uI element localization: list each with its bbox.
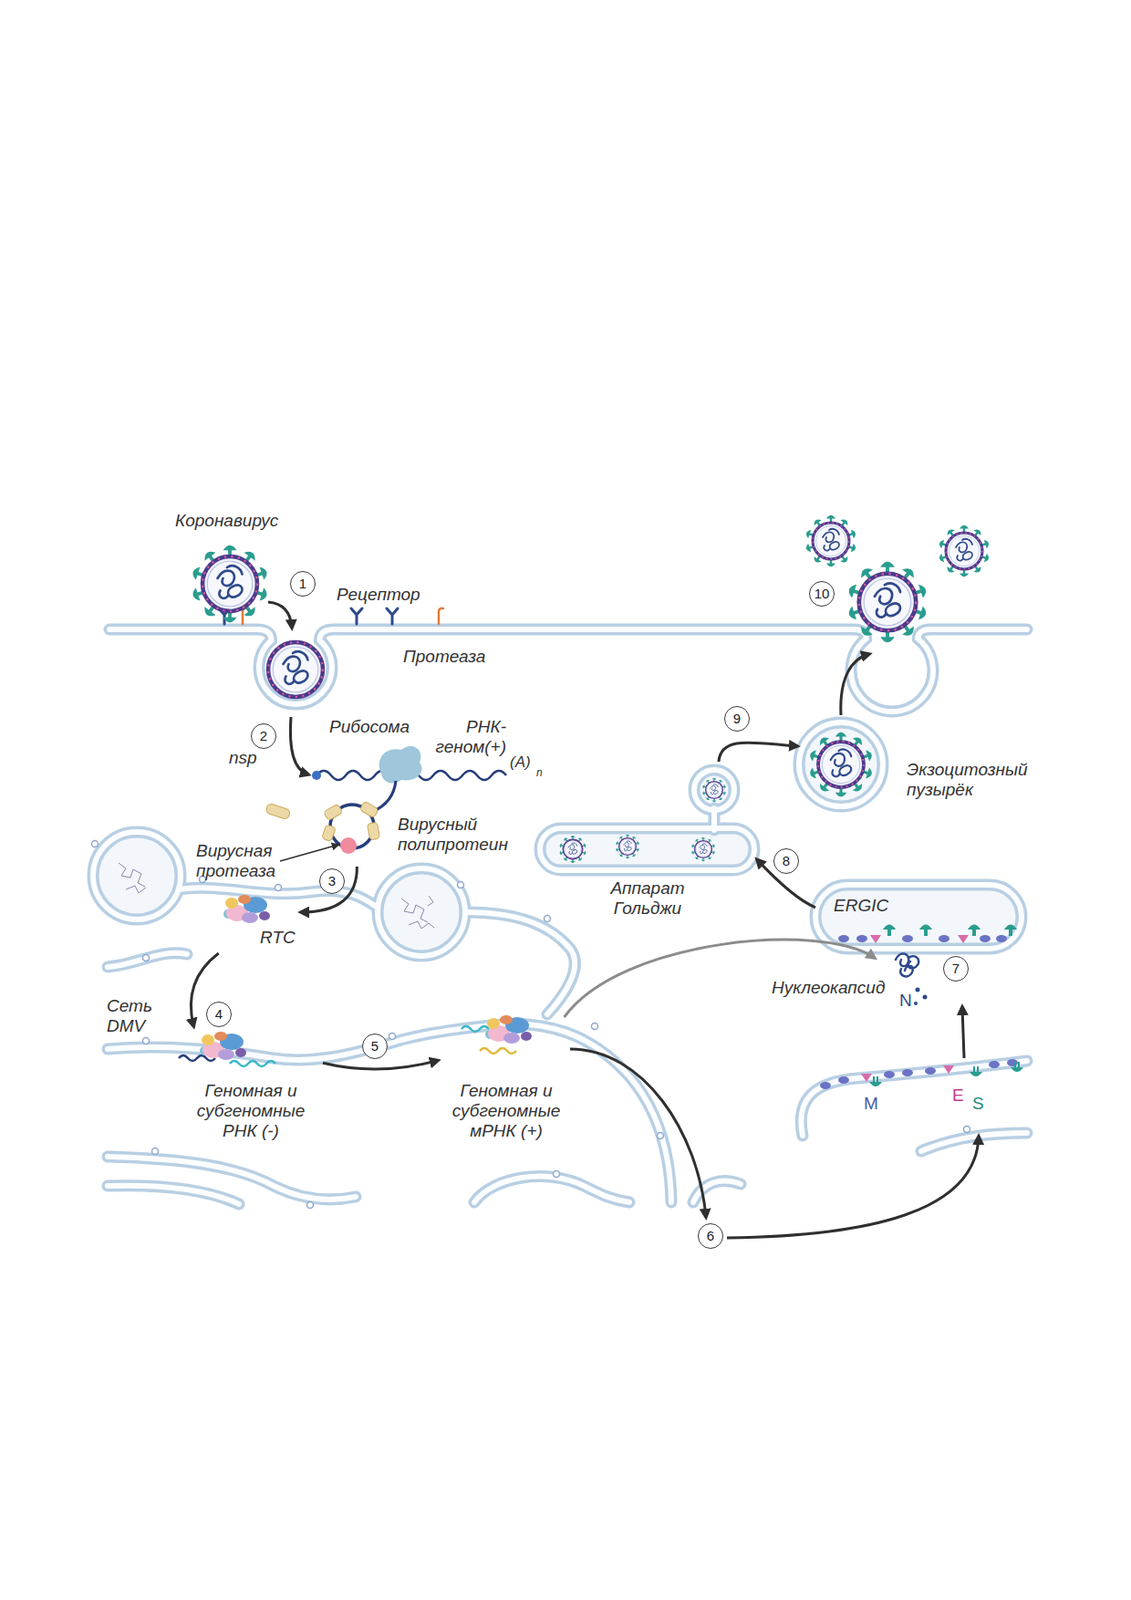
receptor-label: Рецептор — [336, 584, 437, 605]
ribosome-label: Рибосома — [329, 716, 430, 737]
nsp-label-slot: nsp — [228, 747, 284, 768]
callout-number: 3 — [319, 868, 345, 894]
receptor-label-slot: Рецептор — [336, 584, 437, 605]
callout-number: 8 — [773, 848, 799, 874]
rna-genome-label-slot: РНК- геном(+) — [428, 716, 507, 758]
node-label: Вирусный полипротеин — [397, 814, 526, 855]
flow-arrow — [300, 866, 357, 913]
negative-rna-node: Геномная и субгеномные РНК (-) — [182, 1026, 323, 1145]
protease-label-slot: Протеаза — [403, 646, 504, 667]
ribosome-label-slot: Рибосома — [329, 716, 430, 737]
node-label: RTC — [259, 927, 296, 948]
n-protein-label-slot: N — [899, 990, 918, 1011]
callout-slot: 9 — [724, 705, 750, 732]
m-protein-label: M — [863, 1093, 884, 1114]
dmv-label-slot: Сеть DMV — [106, 996, 164, 1037]
node-label: ERGIC — [833, 895, 889, 916]
virus-label: Коронавирус — [175, 510, 322, 531]
polya-subscript: n — [536, 766, 551, 780]
callout-slot: 6 — [697, 1223, 724, 1249]
rna-genome-label: РНК- геном(+) — [428, 716, 507, 758]
positive-mrna-node: Геномная и субгеномные мРНК (+) — [437, 1016, 579, 1145]
s-protein-label-slot: S — [972, 1093, 991, 1114]
callout-slot: 2 — [250, 723, 277, 749]
virions — [190, 515, 990, 863]
callout-slot: 8 — [773, 848, 799, 874]
polya-subscript-slot: n — [536, 766, 551, 780]
node-label: Аппарат Гольджи — [601, 878, 694, 919]
callout-number: 10 — [809, 581, 835, 607]
membrane-outer — [93, 629, 1028, 1204]
receptors — [218, 608, 398, 624]
callout-slot: 5 — [362, 1033, 388, 1059]
protease-label: Протеаза — [403, 646, 504, 667]
exocytic-vesicle-node: Экзоцитозный пузырёк — [797, 715, 1038, 808]
structural-proteins — [819, 924, 1024, 1090]
dmv-label: Сеть DMV — [106, 996, 164, 1037]
e-protein-label: E — [952, 1085, 971, 1106]
node-label: Геномная и субгеномные мРНК (+) — [437, 1080, 575, 1142]
node-label: Нуклеокапсид — [771, 977, 885, 998]
callout-number: 6 — [697, 1223, 724, 1249]
callout-slot: 10 — [809, 581, 835, 607]
s-protein-label: S — [972, 1093, 991, 1114]
er-ribosomes — [92, 840, 971, 1209]
flow-arrow — [718, 742, 798, 762]
callout-number: 4 — [206, 1001, 232, 1028]
membrane-proteases — [242, 608, 444, 624]
rtc-node: RTC — [205, 898, 301, 954]
callout-slot: 1 — [290, 570, 316, 597]
node-label: Экзоцитозный пузырёк — [906, 759, 1035, 800]
virus-label-slot: Коронавирус — [175, 510, 322, 531]
callout-slot: 3 — [319, 868, 345, 894]
replication-complexes — [178, 894, 532, 1067]
callout-number: 5 — [362, 1033, 388, 1059]
viral-protease-label-slot: Вирусная протеаза — [196, 840, 292, 882]
organelle-fill — [93, 722, 1022, 956]
callout-number: 2 — [250, 723, 277, 749]
flow-arrow — [322, 1060, 438, 1069]
e-protein-label-slot: E — [952, 1085, 971, 1106]
n-protein-label: N — [899, 990, 918, 1011]
m-protein-label-slot: M — [863, 1093, 884, 1114]
step-arrows — [268, 601, 979, 1238]
callout-number: 9 — [724, 705, 750, 732]
callout-number: 7 — [943, 955, 969, 982]
viral-protease-label: Вирусная протеаза — [196, 840, 292, 882]
dmv-contents — [118, 862, 435, 929]
golgi-node: Аппарат Гольджи — [538, 761, 758, 923]
nsp-label: nsp — [228, 747, 284, 768]
node-label: Геномная и субгеномные РНК (-) — [182, 1080, 320, 1142]
callout-slot: 4 — [206, 1001, 232, 1028]
membrane-inner — [93, 629, 1028, 1204]
ergic-node: ERGIC — [815, 884, 1022, 942]
polyprotein-node: Вирусный полипротеин — [319, 798, 530, 867]
callout-slot: 7 — [943, 955, 969, 982]
callout-number: 1 — [290, 570, 316, 597]
polyprotein — [265, 780, 396, 862]
